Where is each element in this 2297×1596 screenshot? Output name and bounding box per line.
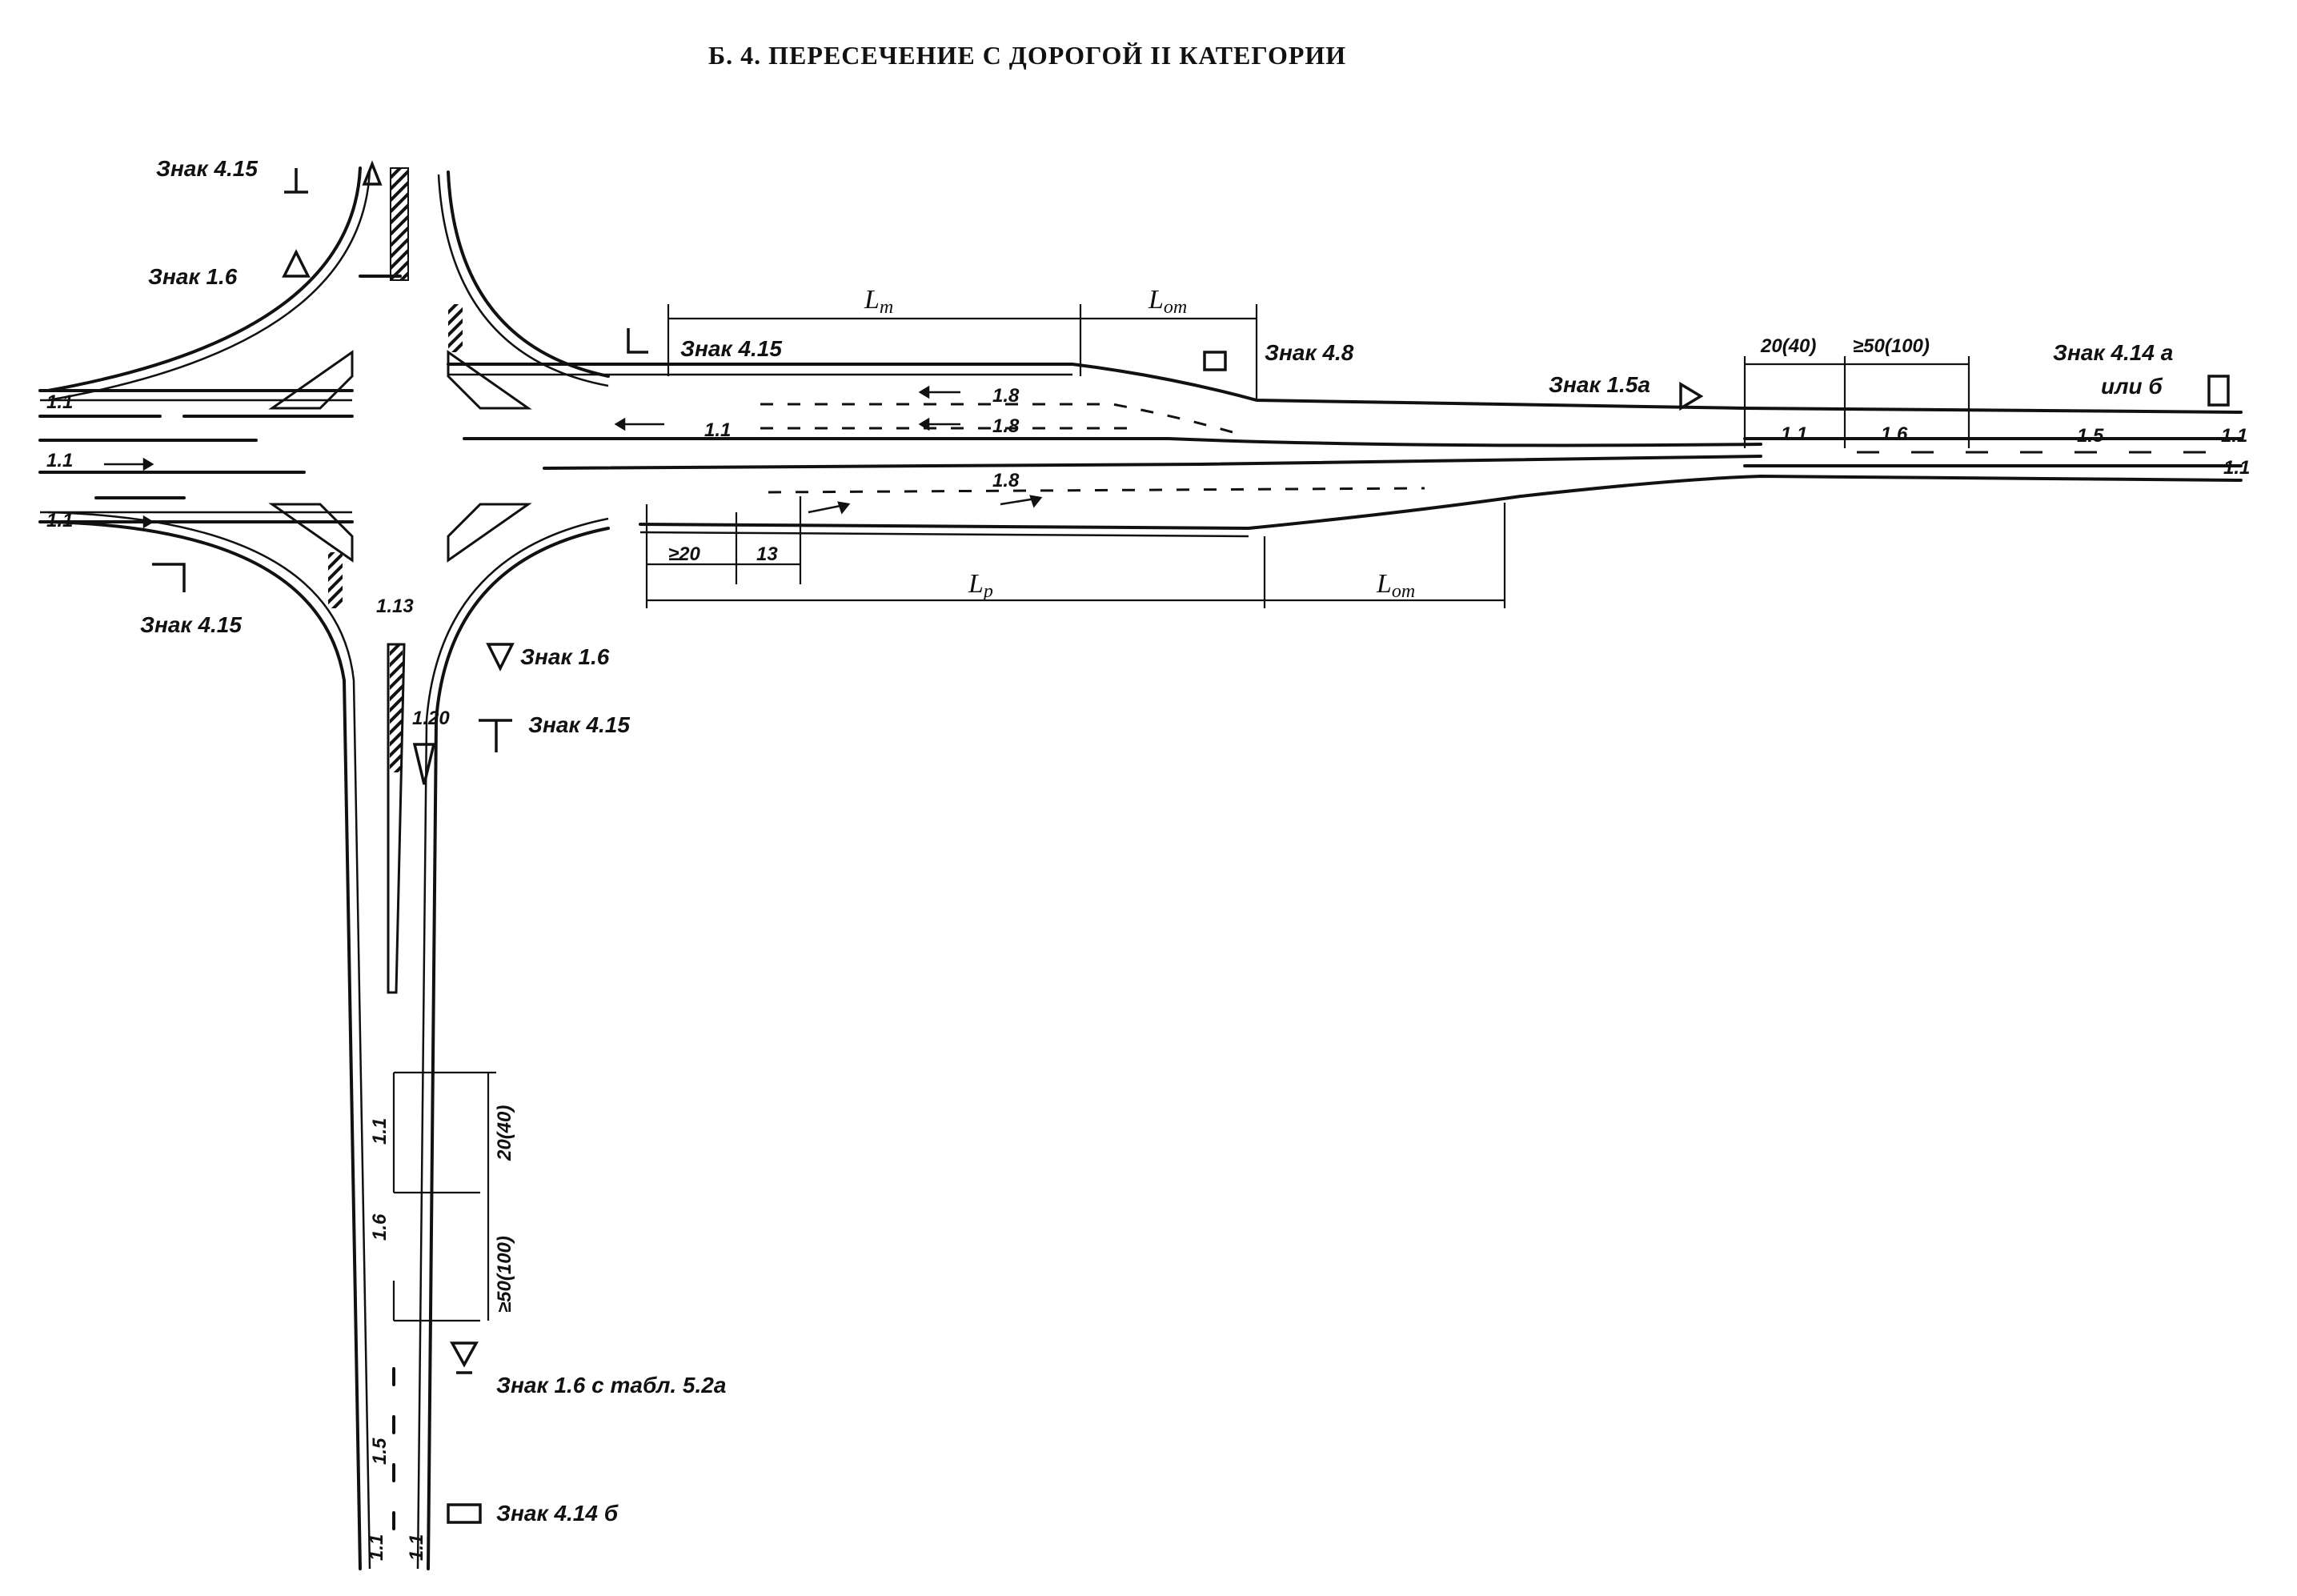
south-road — [46, 511, 610, 1570]
sign-4-14b-icon — [447, 1503, 482, 1524]
dim-lr: Lр — [968, 569, 993, 602]
label-sign-4-15-main: Знак 4.15 — [680, 336, 782, 361]
marking-1-8-c: 1.8 — [992, 470, 1020, 491]
marking-vert-end-1-1a: 1.1 — [366, 1534, 387, 1561]
label-sign-4-14-line1: Знак 4.14 а — [2053, 340, 2173, 365]
marking-1-1-c: 1.1 — [46, 510, 73, 531]
sign-4-15-main-icon — [627, 328, 648, 354]
dim-lot-bottom: Lот — [1376, 569, 1415, 602]
dim-vert-50-100: ≥50(100) — [494, 1236, 515, 1313]
dimension-lines-bottom — [645, 496, 1506, 608]
label-sign-4-15-left: Знак 4.15 — [140, 612, 242, 637]
dim-right-20-40: 20(40) — [1760, 335, 1816, 357]
dim-vert-20-40: 20(40) — [494, 1105, 515, 1161]
marking-vert-1-1: 1.1 — [369, 1118, 391, 1145]
label-sign-1-6-bottom: Знак 1.6 — [520, 644, 610, 669]
dim-lt: Lт — [864, 285, 893, 318]
marking-1-8-b: 1.8 — [992, 415, 1020, 437]
sign-symbols — [152, 168, 2230, 1524]
dim-right-50-100: ≥50(100) — [1853, 335, 1930, 357]
marking-1-1-b: 1.1 — [46, 450, 73, 471]
marking-1-1-mid: 1.1 — [704, 419, 731, 441]
sign-1-6-bottom-icon — [486, 643, 515, 672]
diagram-title: Б. 4. ПЕРЕСЕЧЕНИЕ С ДОРОГОЙ II КАТЕГОРИИ — [708, 41, 1346, 70]
dim-lot-top: Lот — [1148, 285, 1187, 318]
marking-vert-end-1-1b: 1.1 — [406, 1534, 427, 1561]
lane-arrows — [104, 385, 1043, 529]
corner-islands — [268, 304, 532, 608]
label-sign-4-14b: Знак 4.14 б — [496, 1501, 619, 1526]
sign-4-14-icon — [2207, 375, 2230, 407]
marking-right-1-5: 1.5 — [2077, 425, 2104, 447]
label-sign-4-14-line2: или б — [2101, 374, 2163, 399]
label-sign-4-15-bottom: Знак 4.15 — [528, 712, 630, 737]
label-sign-1-6-plate: Знак 1.6 с табл. 5.2а — [496, 1373, 726, 1398]
dimension-lines-top — [667, 304, 1970, 448]
dim-13: 13 — [756, 543, 778, 565]
label-sign-1-6-top: Знак 1.6 — [148, 264, 238, 289]
marking-1-1-a: 1.1 — [46, 391, 73, 413]
sign-1-5a-icon — [1679, 381, 1704, 411]
marking-vert-1-6: 1.6 — [369, 1213, 391, 1241]
marking-vert-1-5: 1.5 — [369, 1438, 391, 1465]
marking-1-8-a: 1.8 — [992, 385, 1020, 407]
marking-1-13: 1.13 — [376, 595, 414, 617]
main-road — [38, 363, 2243, 538]
label-sign-4-8: Знак 4.8 — [1265, 340, 1354, 365]
sign-4-15-top-icon — [284, 168, 308, 194]
marking-right-1-1: 1.1 — [1781, 423, 1807, 445]
marking-right-end-1-1a: 1.1 — [2221, 425, 2247, 447]
label-sign-4-15-top: Знак 4.15 — [156, 156, 258, 181]
label-sign-1-5a: Знак 1.5а — [1549, 372, 1650, 397]
sign-1-6-top-icon — [282, 249, 311, 278]
sign-4-15-left-icon — [152, 563, 186, 592]
marking-1-20: 1.20 — [412, 708, 450, 729]
north-road — [46, 160, 610, 402]
sign-1-6-plate-icon — [450, 1341, 479, 1374]
dim-ge20: ≥20 — [668, 543, 701, 565]
marking-right-1-6: 1.6 — [1881, 423, 1908, 445]
sign-4-8-icon — [1203, 351, 1227, 371]
sign-4-15-bottom-icon — [479, 719, 512, 752]
marking-right-end-1-1b: 1.1 — [2223, 457, 2250, 479]
